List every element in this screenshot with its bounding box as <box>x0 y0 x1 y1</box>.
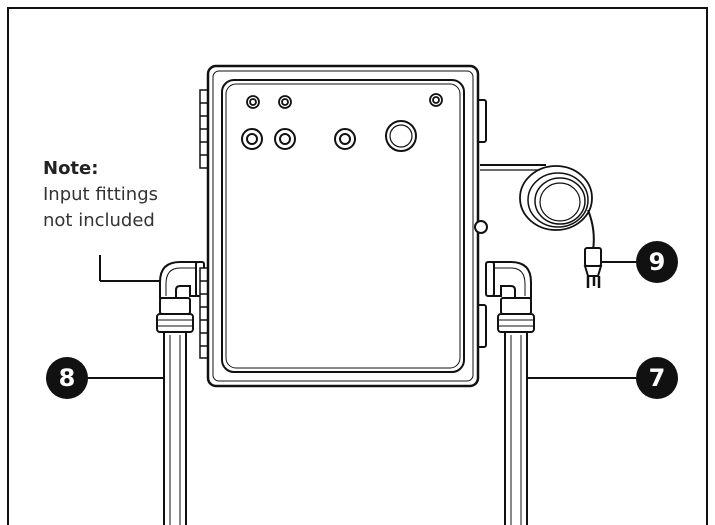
note-text: Note: Input fittings not included <box>43 156 193 234</box>
outer-border <box>7 7 708 525</box>
callout-7: 7 <box>636 357 678 399</box>
note-leader-line <box>99 255 160 282</box>
note-line-1: Input fittings <box>43 184 158 205</box>
side-fastener <box>474 220 488 234</box>
right-pipe <box>485 261 535 525</box>
callout-8: 8 <box>46 357 88 399</box>
control-enclosure <box>199 64 488 388</box>
note-title: Note: <box>43 158 99 179</box>
plug-icon <box>583 247 636 288</box>
indicator-lights <box>246 93 443 109</box>
left-pipe <box>156 261 205 525</box>
power-cord <box>480 164 595 251</box>
callout-9: 9 <box>636 241 678 283</box>
note-line-2: not included <box>43 210 155 231</box>
cable-glands <box>241 128 356 150</box>
